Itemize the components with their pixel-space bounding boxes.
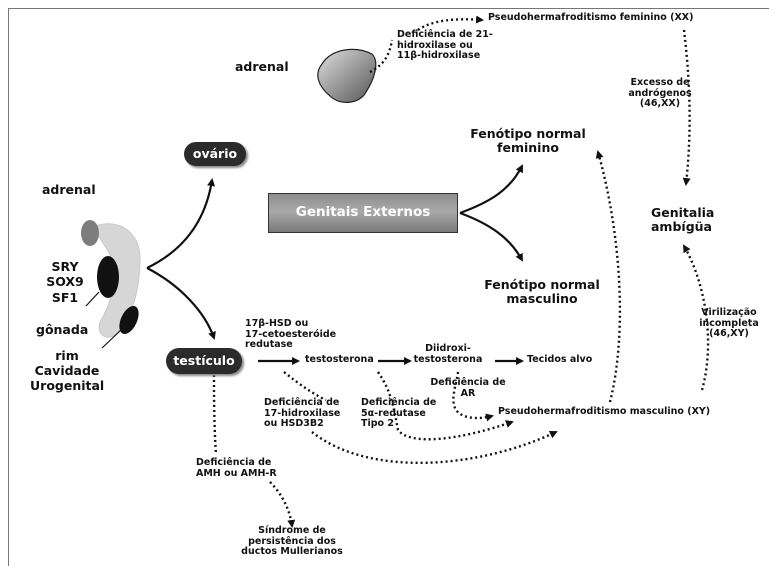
label-tecidos-alvo: Tecidos alvo <box>527 354 593 365</box>
label-deficiencia-ar: Deficiência de AR <box>430 377 506 399</box>
diagram-frame <box>8 8 769 566</box>
label-adrenal-left: adrenal <box>42 182 96 197</box>
label-genitalia-ambigua: Genitalia ambígüa <box>651 205 715 234</box>
gonad-shape <box>97 256 119 298</box>
genitais-externos-box: Genitais Externos <box>268 193 458 233</box>
label-virilizacao-incompleta: Virilização incompleta (46,XY) <box>699 307 759 340</box>
label-adrenal-top: adrenal <box>235 59 289 74</box>
label-pseudo-masculino: Pseudohermafroditismo masculino (XY) <box>498 406 711 417</box>
label-pseudo-feminino: Pseudohermafroditismo feminino (XX) <box>488 12 694 23</box>
label-fenotipo-masculino: Fenótipo normal masculino <box>484 277 600 306</box>
testiculo-node: testículo <box>166 348 242 374</box>
adrenal-gland-shape <box>317 48 377 103</box>
label-sindrome-persistencia: Síndrome de persistência dos ductos Mull… <box>241 525 343 558</box>
label-excesso-androgenos: Excesso de andrógenos (46,XX) <box>628 77 692 110</box>
label-gonada: gônada <box>36 322 89 337</box>
label-deficiencia-5a-redutase: Deficiência de 5α-redutase Tipo 2 <box>361 397 437 430</box>
label-fenotipo-feminino: Fenótipo normal feminino <box>470 126 586 155</box>
label-sry-sox9-sf1: SRY SOX9 SF1 <box>46 259 84 305</box>
label-diidroxitestosterona: Diidroxi- testosterona <box>413 343 483 365</box>
label-17b-hsd: 17β-HSD ou 17-cetoesteróide redutase <box>245 318 337 351</box>
label-testosterona: testosterona <box>305 354 374 365</box>
kidney-shape <box>119 305 139 335</box>
ovario-node: ovário <box>184 142 246 166</box>
label-deficiencia-amh: Deficiência de AMH ou AMH-R <box>196 457 277 479</box>
adrenal-small-shape <box>81 220 99 246</box>
label-rim-cavidade-urogenital: rim Cavidade Urogenital <box>30 348 105 393</box>
label-deficiencia-17-hidroxilase: Deficiência de 17-hidroxilase ou HSD3B2 <box>264 397 341 430</box>
label-deficiencia-21-hidroxilase: Deficiência de 21- hidroxilase ou 11β-hi… <box>397 29 493 62</box>
